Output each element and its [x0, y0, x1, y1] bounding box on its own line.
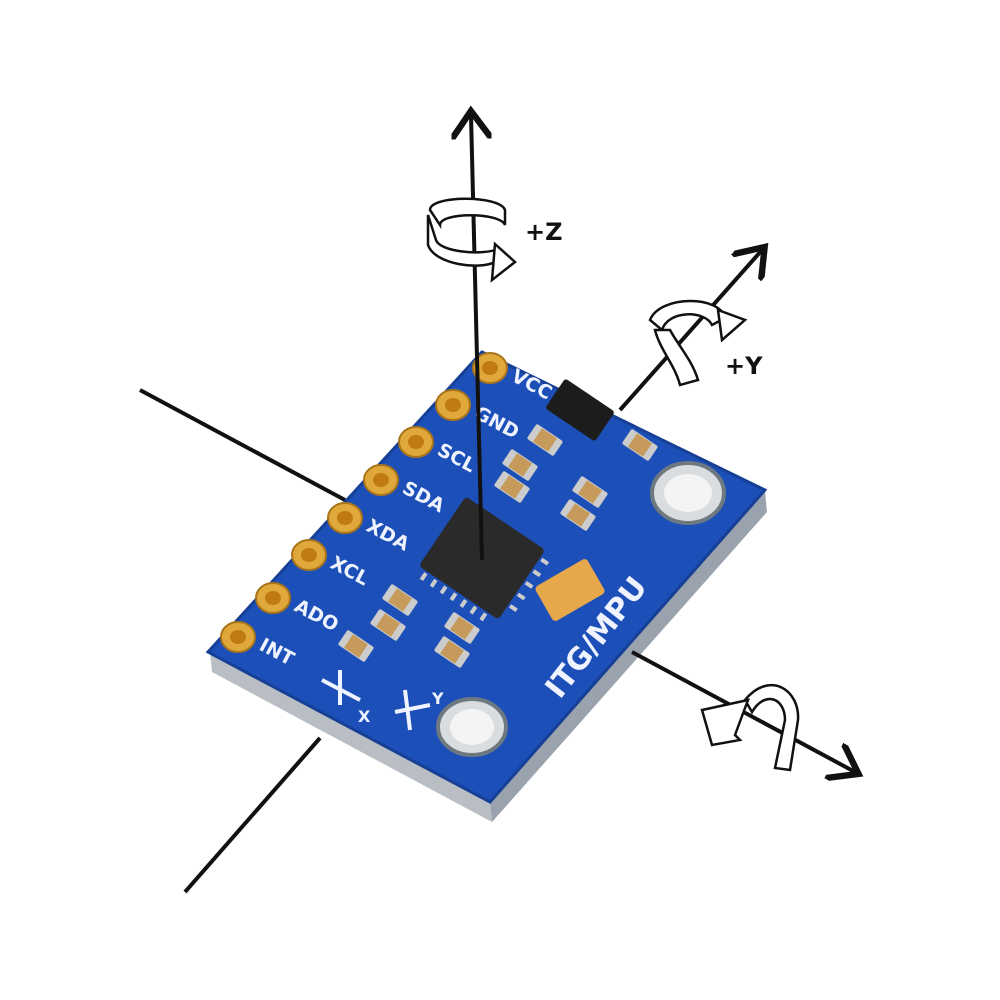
pin-pad-vcc	[472, 352, 508, 384]
x-axis-back-line	[139, 388, 346, 502]
silkscreen-x-label: X	[358, 707, 371, 726]
smd-component	[434, 636, 470, 668]
z-axis-arrow	[471, 115, 482, 561]
smd-component	[560, 499, 596, 531]
smd-component	[338, 630, 374, 662]
voltage-regulator	[546, 379, 614, 441]
smd-component	[382, 584, 418, 616]
pin-pad-scl	[398, 426, 434, 458]
silkscreen-axis-x: X	[321, 670, 371, 726]
z-rotation-arrow-icon	[426, 197, 517, 283]
board-edge	[210, 652, 492, 822]
z-axis-label: +Z	[525, 218, 563, 246]
y-axis-arrow	[618, 250, 762, 412]
tantalum-capacitor	[535, 559, 605, 621]
y-axis-back-line	[183, 736, 322, 894]
smd-component	[502, 449, 538, 481]
pin-pad-xcl	[291, 539, 327, 571]
smd-component	[444, 612, 480, 644]
mounting-hole	[436, 697, 508, 757]
pin-pad-gnd	[435, 389, 471, 421]
pin-pad-sda	[363, 464, 399, 496]
y-rotation-arrow-icon	[648, 299, 748, 387]
smd-component	[527, 424, 563, 456]
pin-pad-xda	[327, 502, 363, 534]
silkscreen-y-label: Y	[431, 689, 444, 708]
mounting-hole	[650, 461, 726, 525]
smd-component	[494, 471, 530, 503]
smd-component	[370, 609, 406, 641]
smd-component	[622, 429, 658, 461]
x-rotation-arrow-icon	[700, 683, 800, 772]
pin-pad-ado	[255, 582, 291, 614]
board-edge-right	[490, 492, 767, 822]
y-axis-label: +Y	[725, 352, 763, 380]
pin-pad-int	[220, 621, 256, 653]
silkscreen-axis-y: Y	[394, 689, 444, 731]
smd-component	[572, 476, 608, 508]
